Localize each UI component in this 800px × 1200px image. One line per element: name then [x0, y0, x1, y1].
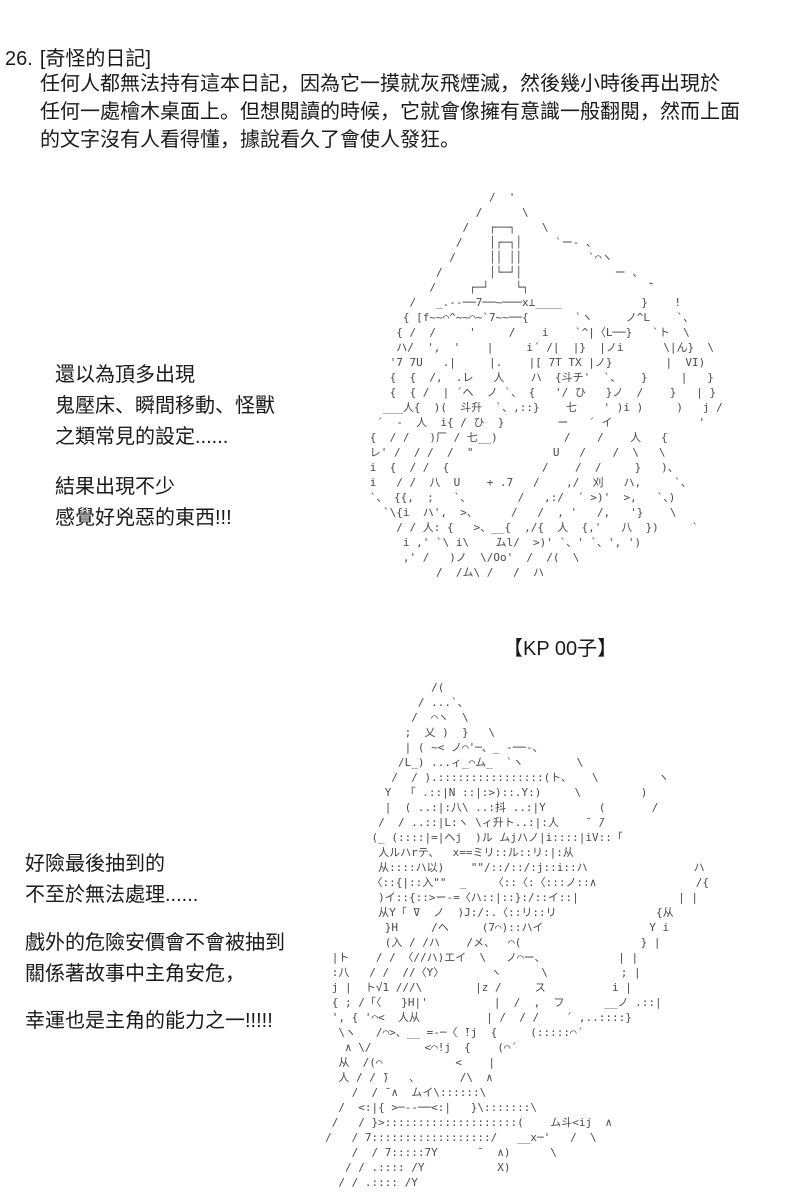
- entry-title: [奇怪的日記]: [39, 48, 151, 70]
- dialogue-risk: 戲外的危險安價會不會被抽到 關係著故事中主角安危，: [25, 932, 285, 985]
- entry-description: 任何人都無法持有這本日記，因為它一摸就灰飛煙滅，然後幾小時後再出現於 任何一處檜…: [40, 73, 740, 151]
- dialogue-relief: 好險最後抽到的 不至於無法處理......: [25, 853, 199, 906]
- dialogue-luck: 幸運也是主角的能力之一!!!!!: [25, 1010, 273, 1032]
- character-caption: 【KP 00子】: [503, 638, 618, 660]
- ascii-art-protagonist: /( / ...`、 / ⌒ヽ \ ; 乂 ) } \ | ( ~< ノ⌒'─、…: [325, 681, 709, 1189]
- ascii-art-kp-character: / ' / \ / ┌──┐ \ / │┌─┐│ `ー- 、 / ││ ││ `…: [369, 191, 723, 579]
- dialogue-expectation: 還以為頂多出現 鬼壓床、瞬間移動、怪獸 之類常見的設定......: [55, 364, 275, 448]
- entry-header: 26. [奇怪的日記]: [5, 42, 151, 71]
- entry-number: 26.: [5, 48, 33, 70]
- dialogue-result: 結果出現不少 感覺好兇惡的東西!!!: [55, 476, 232, 529]
